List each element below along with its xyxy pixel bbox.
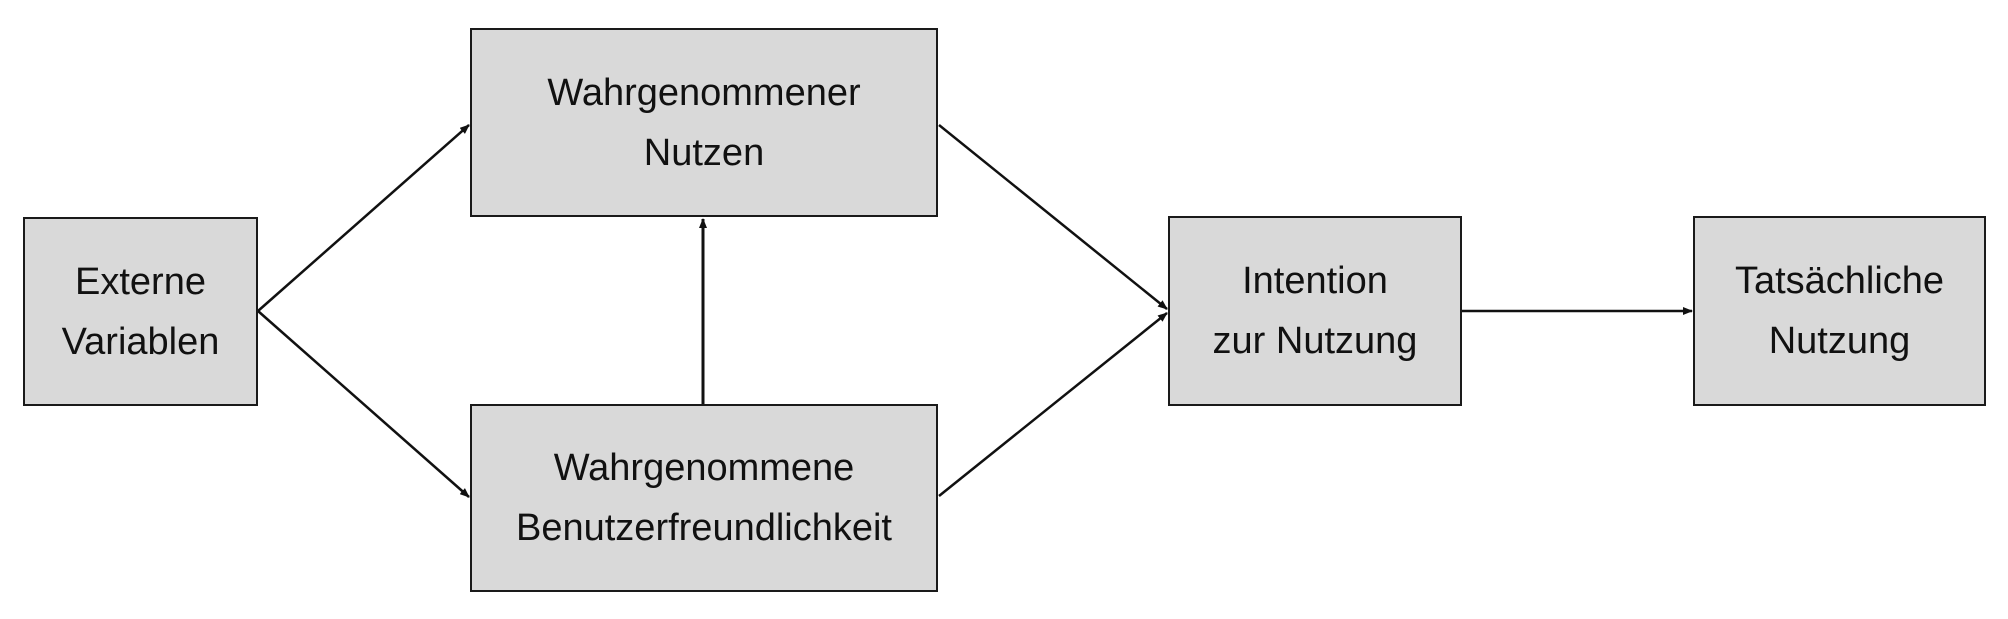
arrow-ease-to-intention	[938, 312, 1168, 497]
label-line: Tatsächliche	[1734, 260, 1945, 302]
node-label: Intention zur Nutzung	[1213, 251, 1418, 371]
node-label: Wahrgenommener Nutzen	[547, 63, 860, 183]
node-external-variables: Externe Variablen	[23, 217, 258, 406]
node-intention-to-use: Intention zur Nutzung	[1168, 216, 1462, 406]
label-line: Variablen	[61, 320, 220, 363]
label-line: Wahrgenommene	[553, 447, 855, 489]
label-line: Benutzerfreundlichkeit	[516, 507, 892, 549]
node-actual-use: Tatsächliche Nutzung	[1693, 216, 1986, 406]
label-line: zur Nutzung	[1212, 320, 1418, 362]
arrow-usefulness-to-intention	[938, 124, 1168, 310]
node-perceived-ease-of-use: Wahrgenommene Benutzerfreundlichkeit	[470, 404, 938, 592]
arrow-external-to-usefulness	[257, 124, 470, 312]
label-line: Intention	[1242, 260, 1388, 302]
label-line: Externe	[75, 260, 206, 303]
node-label: Externe Variablen	[62, 252, 220, 372]
label-line: Nutzen	[643, 131, 765, 174]
node-label: Tatsächliche Nutzung	[1735, 251, 1944, 371]
label-line: Nutzung	[1768, 320, 1911, 362]
label-line: Wahrgenommener	[547, 71, 861, 114]
node-label: Wahrgenommene Benutzerfreundlichkeit	[516, 438, 892, 558]
arrow-external-to-ease	[257, 310, 470, 498]
node-perceived-usefulness: Wahrgenommener Nutzen	[470, 28, 938, 217]
